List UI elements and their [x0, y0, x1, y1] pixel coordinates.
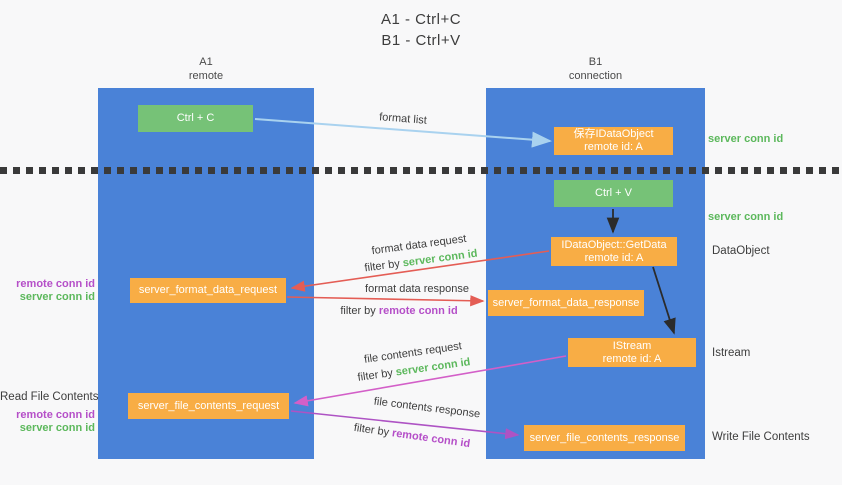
file-request-label: server_file_contents_request — [137, 399, 280, 412]
annotation-remote-conn-id-1: remote conn id — [16, 278, 95, 290]
ctrl-c-node: Ctrl + C — [138, 105, 253, 132]
filter-prefix: filter by — [363, 257, 404, 275]
ctrl-c-label: Ctrl + C — [176, 112, 215, 124]
annotation-server-conn-id-2: server conn id — [19, 422, 95, 434]
annotation-server-conn-id-1: server conn id — [19, 291, 95, 303]
idataobject-getdata-node: IDataObject::GetData remote id: A — [551, 237, 677, 266]
istream-line2: remote id: A — [602, 352, 662, 365]
edge-label-format-list: format list — [378, 111, 428, 127]
filter-prefix: filter by — [353, 421, 393, 440]
arrow-format-data-response — [286, 295, 485, 307]
annotation-istream: Istream — [712, 347, 751, 359]
save-idataobject-line2: remote id: A — [584, 141, 643, 153]
filter-remote-conn-id: remote conn id — [391, 427, 471, 451]
column-a1-name: A1 — [199, 56, 213, 68]
column-b1-subtitle: connection — [568, 70, 623, 82]
column-header-b1: B1 connection — [486, 55, 705, 83]
server-file-contents-response-node: server_file_contents_response — [524, 425, 685, 451]
diagram-title: A1 - Ctrl+C B1 - Ctrl+V — [0, 9, 842, 51]
edge-filter-file-contents-response: filter by remote conn id — [353, 422, 471, 450]
save-idataobject-node: 保存IDataObject remote id: A — [554, 127, 673, 155]
column-header-a1: A1 remote — [98, 55, 314, 83]
filter-prefix: filter by — [356, 366, 397, 384]
istream-node: IStream remote id: A — [568, 338, 696, 367]
machine-boundary-dotted-line — [0, 167, 842, 174]
edge-label-format-data-response: format data response — [365, 283, 469, 295]
annotation-remote-conn-id-2: remote conn id — [16, 409, 95, 421]
ctrl-v-label: Ctrl + V — [595, 187, 632, 199]
column-b1-name: B1 — [588, 56, 603, 68]
getdata-line1: IDataObject::GetData — [561, 238, 667, 251]
edge-label-file-contents-response: file contents response — [373, 395, 481, 421]
annotation-server-conn-id-top: server conn id — [708, 133, 784, 145]
annotation-dataobject: DataObject — [712, 245, 770, 257]
file-response-label: server_file_contents_response — [529, 431, 680, 444]
annotation-write-file-contents: Write File Contents — [712, 431, 810, 443]
column-a1-subtitle: remote — [188, 70, 224, 82]
edge-filter-format-data-response: filter by remote conn id — [340, 305, 457, 317]
ctrl-v-node: Ctrl + V — [554, 180, 673, 207]
annotation-server-conn-id-mid: server conn id — [708, 211, 784, 223]
filter-prefix: filter by — [340, 305, 379, 317]
server-format-data-request-node: server_format_data_request — [130, 278, 286, 303]
istream-line1: IStream — [612, 339, 652, 352]
annotation-read-file-contents: Read File Contents — [0, 391, 99, 403]
filter-remote-conn-id: remote conn id — [378, 305, 458, 317]
server-file-contents-request-node: server_file_contents_request — [128, 393, 289, 419]
getdata-line2: remote id: A — [584, 251, 644, 264]
format-request-label: server_format_data_request — [138, 284, 278, 296]
title-line-2: B1 - Ctrl+V — [381, 32, 461, 49]
format-response-label: server_format_data_response — [492, 296, 640, 309]
title-line-1: A1 - Ctrl+C — [380, 11, 462, 28]
save-idataobject-line1: 保存IDataObject — [573, 128, 654, 140]
server-format-data-response-node: server_format_data_response — [488, 290, 644, 316]
